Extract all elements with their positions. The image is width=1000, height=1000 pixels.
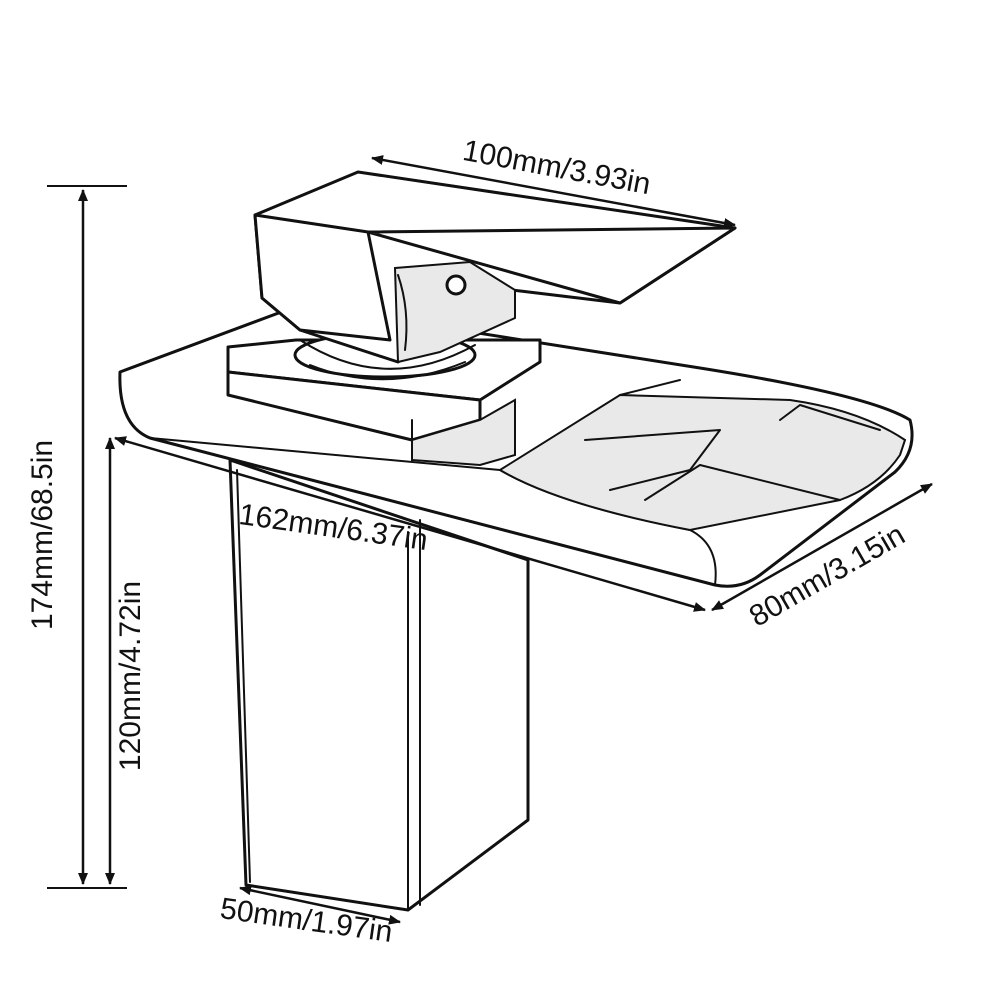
total-height-label: 174mm/68.5in bbox=[26, 440, 59, 630]
handle-screw-icon bbox=[445, 274, 467, 296]
faucet-handle bbox=[253, 170, 737, 364]
dimension-total-height: 174mm/68.5in bbox=[26, 185, 127, 889]
faucet-illustration bbox=[118, 170, 914, 912]
body-height-label: 120mm/4.72in bbox=[114, 581, 147, 771]
dimension-body-height: 120mm/4.72in bbox=[105, 437, 147, 885]
